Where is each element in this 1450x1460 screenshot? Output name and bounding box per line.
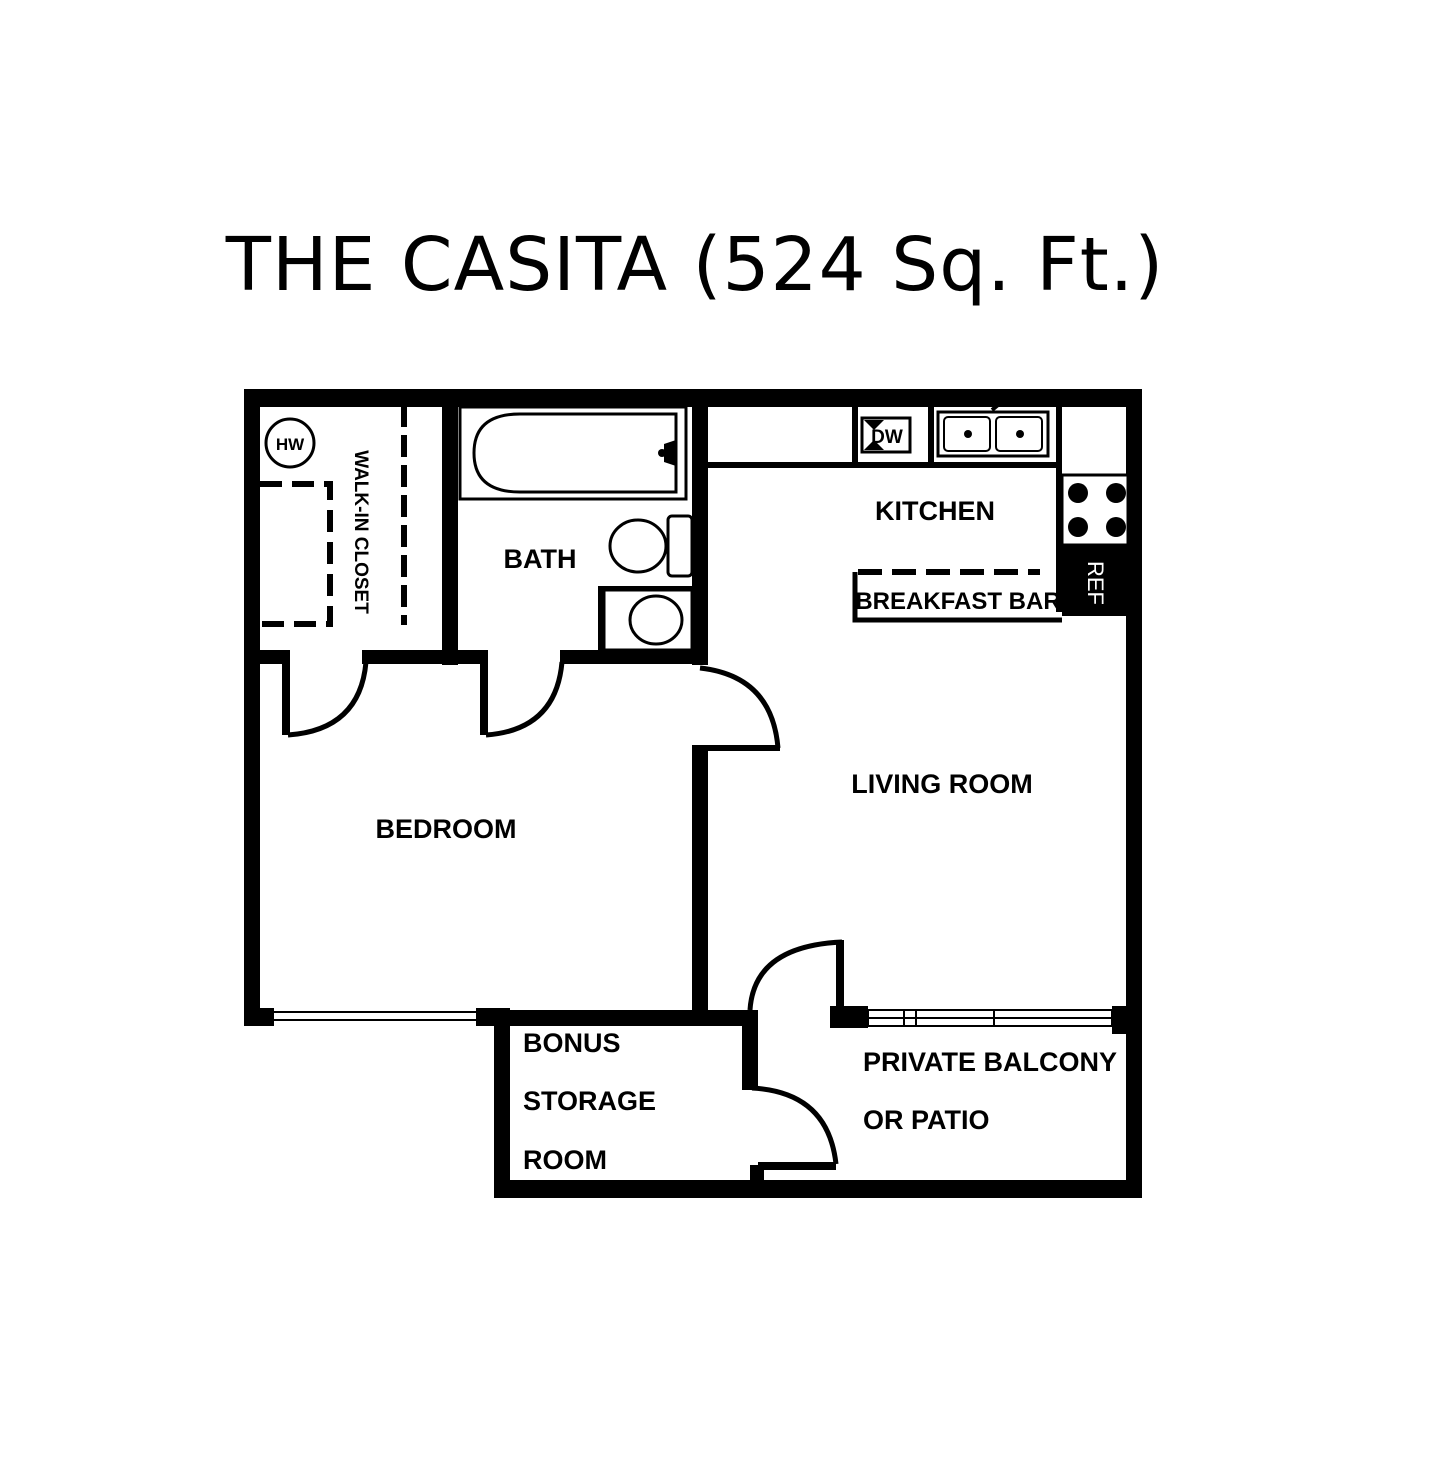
doors [287,660,844,1165]
sink-icon [628,594,684,646]
storage-label-line-2: STORAGE [523,1086,656,1116]
refrigerator-label: REF [1083,561,1108,605]
walk-in-closet: HW WALK-IN CLOSET [260,405,407,627]
storage-room: BONUS STORAGE ROOM [523,1028,656,1175]
water-heater-icon [264,417,316,469]
floor-plan-title: THE CASITA (524 Sq. Ft.) [225,222,1165,308]
storage-label-line-1: BONUS [523,1028,621,1058]
walk-in-closet-label: WALK-IN CLOSET [350,450,371,614]
bathtub-icon [472,412,678,494]
kitchen: DW REF KITCHEN BREAKFAST BAR [852,398,1130,623]
storage-label-line-3: ROOM [523,1145,607,1175]
stove-burners-icon [1068,483,1126,537]
water-heater-label: HW [276,435,305,454]
balcony-label-line-1: PRIVATE BALCONY [863,1047,1117,1077]
kitchen-label: KITCHEN [875,496,995,526]
balcony-sliding-door [867,1009,1113,1027]
dishwasher-label: DW [871,427,903,448]
bedroom-window [274,1011,476,1021]
bath-label: BATH [504,544,577,574]
exterior-walls [244,389,1142,1198]
faucet-icon [664,440,676,466]
breakfast-bar-label: BREAKFAST BAR [855,588,1060,615]
interior-walls [260,405,1132,1195]
toilet-icon [608,518,668,574]
living-room-label: LIVING ROOM [851,769,1033,799]
bedroom-label: BEDROOM [376,814,517,844]
balcony-label-line-2: OR PATIO [863,1105,990,1135]
bath: BATH [458,405,694,652]
balcony: PRIVATE BALCONY OR PATIO [863,1047,1117,1135]
